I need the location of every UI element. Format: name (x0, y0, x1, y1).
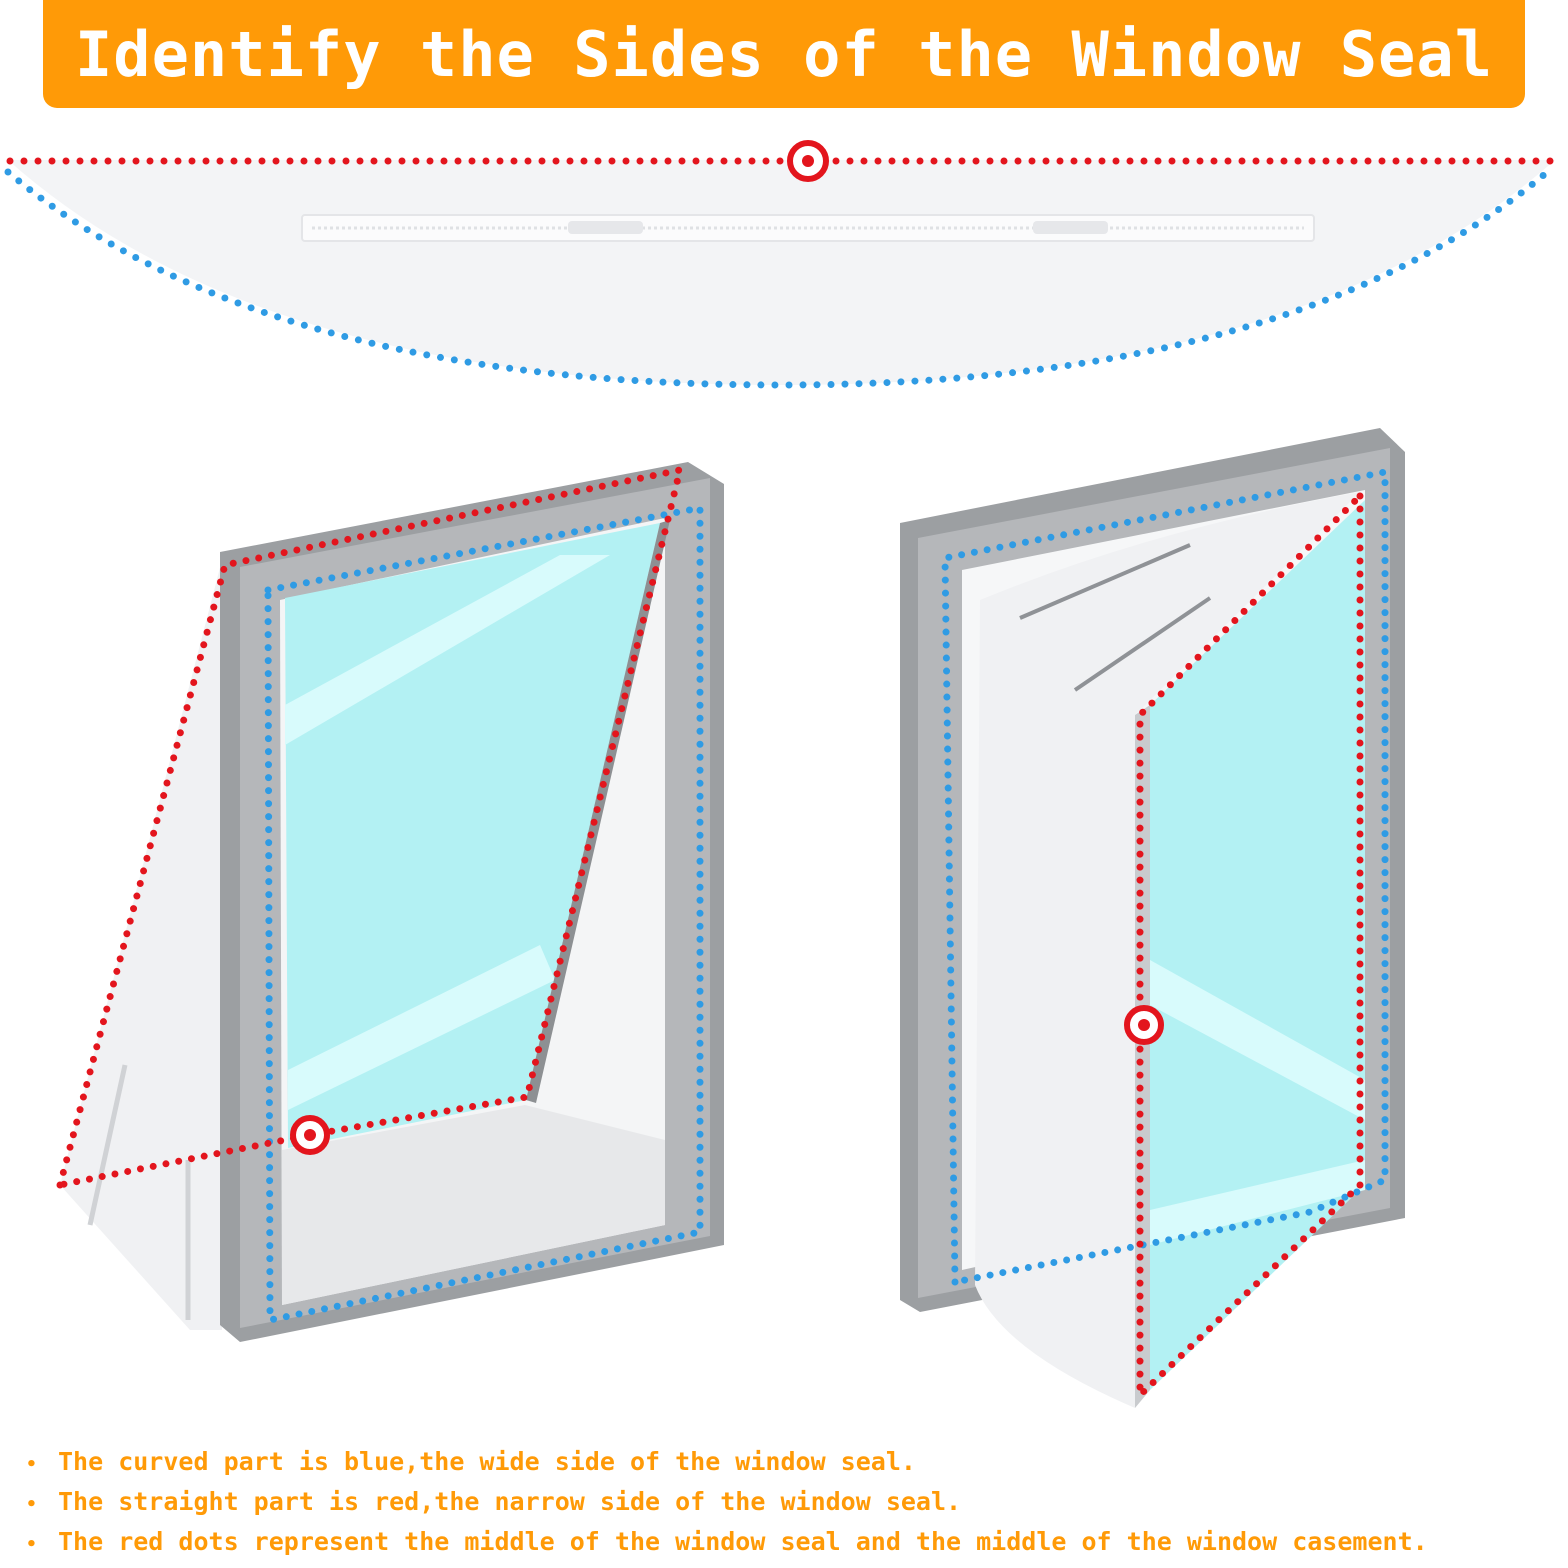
title-banner: Identify the Sides of the Window Seal (43, 0, 1525, 108)
target-ring-icon (787, 140, 829, 182)
glass-reflection (1150, 1160, 1365, 1245)
seal-fabric-right (975, 492, 1360, 1408)
note-text: The curved part is blue,the wide side of… (58, 1447, 916, 1476)
seal-crease (1073, 596, 1212, 692)
seal-fabric-left (60, 560, 222, 1330)
zipper-slider-left (568, 221, 643, 234)
window-seal-illustration (4, 140, 1556, 389)
seal-fabric (8, 160, 1555, 385)
casement-window-illustration (900, 428, 1405, 1408)
seal-zipper-strip (301, 214, 1315, 242)
bullet-dot-icon: • (26, 1534, 37, 1555)
note-item: • The straight part is red,the narrow sid… (26, 1482, 1556, 1522)
bullet-dot-icon: • (26, 1454, 37, 1475)
target-ring-icon (1124, 1005, 1164, 1045)
window-glass (1150, 500, 1365, 1390)
target-ring-icon (290, 1115, 330, 1155)
window-sill-shadow (282, 1105, 665, 1305)
sash-edge (1135, 705, 1150, 1408)
glass-reflection (1150, 960, 1365, 1120)
glass-reflection (288, 945, 555, 1110)
notes-list: • The curved part is blue,the wide side o… (26, 1442, 1556, 1562)
page-title: Identify the Sides of the Window Seal (74, 17, 1494, 91)
note-text: The red dots represent the middle of the… (58, 1527, 1428, 1556)
narrow-side-dots-left (56, 465, 685, 1189)
zipper-slider-right (1033, 221, 1108, 234)
glass-reflection (285, 555, 610, 745)
seal-wide-side-dots (4, 164, 1556, 389)
note-text: The straight part is red,the narrow side… (58, 1487, 962, 1516)
note-item: • The red dots represent the middle of th… (26, 1522, 1556, 1562)
bullet-dot-icon: • (26, 1494, 37, 1515)
note-item: • The curved part is blue,the wide side o… (26, 1442, 1556, 1482)
hinged-window-illustration (56, 462, 724, 1342)
window-seal-diagram (4, 140, 1556, 1408)
sash-strut (87, 1064, 128, 1226)
wide-side-dots-left (264, 503, 704, 1325)
seal-crease (1019, 543, 1191, 620)
